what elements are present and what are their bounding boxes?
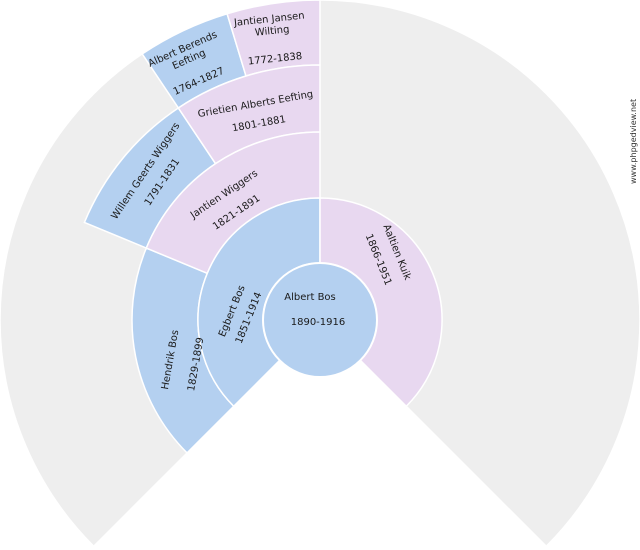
root-name: Albert Bos	[284, 292, 336, 303]
root-dates: 1890-1916	[291, 317, 346, 328]
watermark-text: www.phpgedview.net	[629, 99, 638, 184]
person-box-albert-bos[interactable]	[262, 262, 378, 378]
